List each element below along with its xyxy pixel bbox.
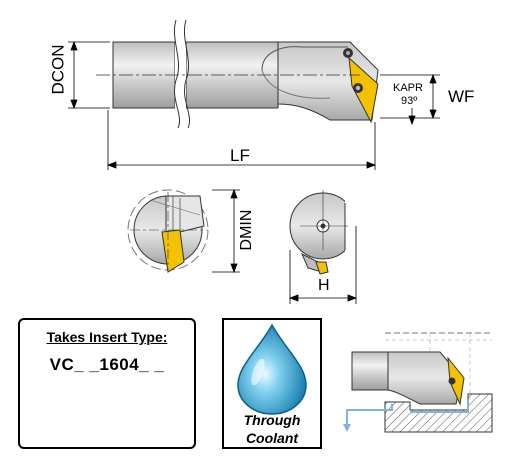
dcon-label: DCON bbox=[48, 44, 68, 95]
coolant-drop-icon bbox=[237, 323, 307, 415]
kapr-value: 93º bbox=[401, 95, 418, 107]
boring-operation-illustration bbox=[343, 332, 493, 433]
h-label: H bbox=[318, 277, 330, 294]
through-coolant-panel: Through Coolant bbox=[222, 318, 322, 449]
wf-label: WF bbox=[448, 87, 475, 106]
insert-code: VC_ _1604_ _ bbox=[49, 355, 165, 374]
kapr-angle-indicator bbox=[408, 108, 416, 126]
lf-label: LF bbox=[230, 146, 250, 165]
insert-panel-title: Takes Insert Type: bbox=[46, 329, 168, 345]
boring-bar-side-view bbox=[96, 19, 379, 129]
insert-side-view bbox=[348, 56, 379, 124]
lf-dimension bbox=[106, 110, 377, 170]
h-dimension bbox=[288, 226, 358, 304]
dmin-label: DMIN bbox=[238, 209, 255, 251]
kapr-label: KAPR bbox=[393, 82, 423, 94]
coolant-line1: Through bbox=[243, 412, 301, 428]
end-view-left bbox=[127, 189, 209, 273]
end-view-right bbox=[289, 190, 357, 275]
insert-type-panel: Takes Insert Type: VC_ _1604_ _ bbox=[18, 318, 196, 449]
coolant-line2: Coolant bbox=[245, 430, 299, 446]
dmin-dimension bbox=[212, 188, 240, 274]
wf-dimension bbox=[380, 73, 440, 120]
dcon-dimension bbox=[68, 40, 110, 110]
